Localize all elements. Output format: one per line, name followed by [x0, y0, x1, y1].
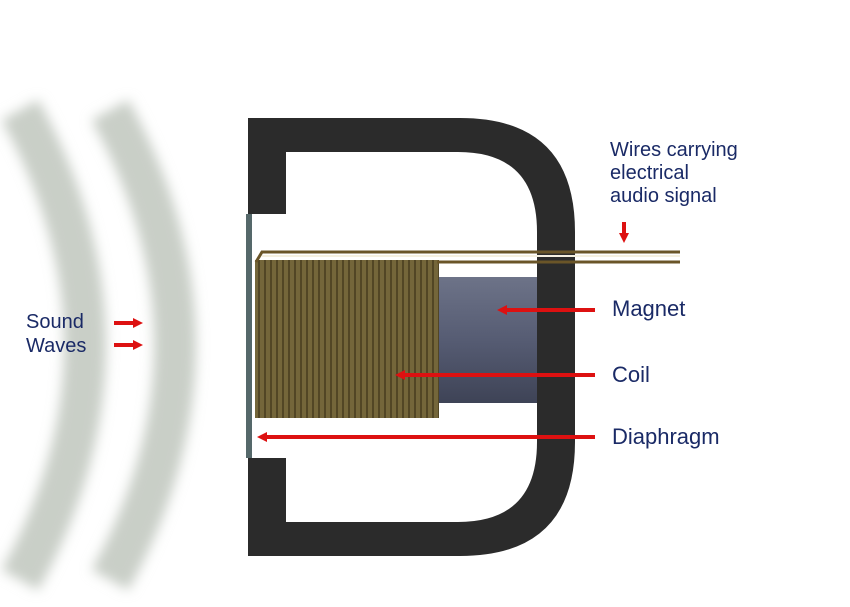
housing	[248, 118, 575, 556]
pointer-arrows	[114, 222, 629, 442]
coil-label: Coil	[612, 362, 650, 387]
magnet	[437, 277, 537, 403]
diaphragm	[246, 214, 252, 458]
sound-wave-outer	[1, 99, 106, 591]
diaphragm-label: Diaphragm	[612, 424, 720, 449]
wires-label: Wires carrying electrical audio signal	[610, 139, 738, 207]
sound-waves-label: Sound Waves	[26, 311, 87, 357]
magnet-label: Magnet	[612, 296, 686, 321]
sound-wave-inner	[91, 99, 196, 591]
signal-wire	[254, 250, 680, 263]
coil	[255, 260, 439, 418]
sound-waves	[1, 99, 196, 591]
